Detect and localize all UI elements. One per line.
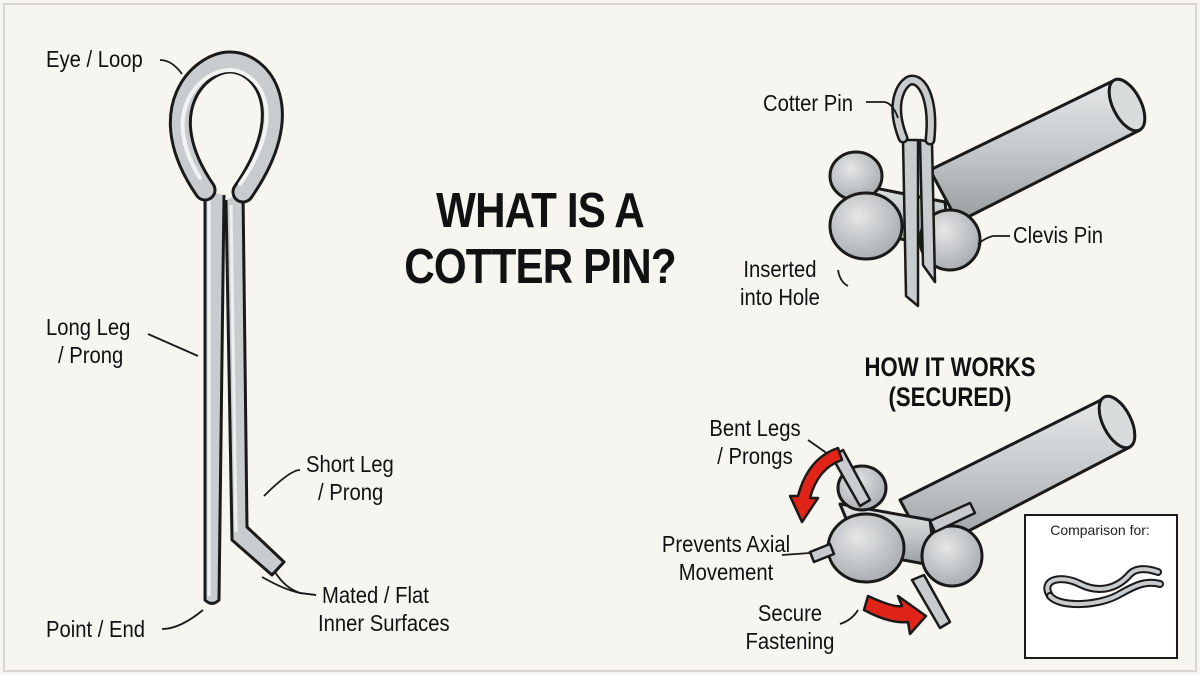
label-inserted-line2: into Hole xyxy=(740,284,820,310)
label-short-leg-line2: / Prong xyxy=(318,479,384,505)
section-heading-how-it-works: HOW IT WORKS (SECURED) xyxy=(864,352,1036,412)
title-line-2: COTTER PIN? xyxy=(404,240,676,294)
label-long-leg-line2: / Prong xyxy=(58,342,124,368)
label-bent-legs-line2: / Prongs xyxy=(717,443,793,469)
label-prevents-line1: Prevents Axial xyxy=(661,531,791,557)
label-cotter-pin: Cotter Pin xyxy=(763,90,853,116)
label-mated-line1: Mated / Flat xyxy=(322,582,429,608)
label-point-end: Point / End xyxy=(46,616,146,642)
inset-caption: Comparison for: xyxy=(1050,522,1150,538)
large-cotter-pin xyxy=(168,50,286,605)
label-inserted-line1: Inserted xyxy=(743,256,817,282)
label-mated-line2: Inner Surfaces xyxy=(318,610,450,636)
label-secure-line1: Secure xyxy=(757,600,823,626)
label-clevis-pin: Clevis Pin xyxy=(1013,222,1103,248)
hair-pin-clip-icon xyxy=(1043,565,1164,609)
rotate-arrow-icon xyxy=(788,446,844,524)
top-right-leader-lines xyxy=(837,101,1010,287)
bottom-right-leader-lines xyxy=(781,439,859,625)
page-title: WHAT IS A COTTER PIN? xyxy=(402,183,677,295)
rotate-arrow-icon xyxy=(862,594,928,636)
secured-assembly xyxy=(808,394,1137,630)
label-short-leg-line1: Short Leg xyxy=(306,451,394,477)
clevis-assembly xyxy=(828,74,1147,308)
left-leader-lines xyxy=(147,59,317,630)
label-secure-line2: Fastening xyxy=(745,628,835,654)
label-prevents-line2: Movement xyxy=(678,559,774,585)
label-long-leg-line1: Long Leg xyxy=(46,314,131,340)
label-eye-loop: Eye / Loop xyxy=(46,46,143,72)
label-bent-legs-line1: Bent Legs xyxy=(709,415,801,441)
title-line-1: WHAT IS A xyxy=(436,184,644,238)
page-frame xyxy=(3,3,1197,672)
